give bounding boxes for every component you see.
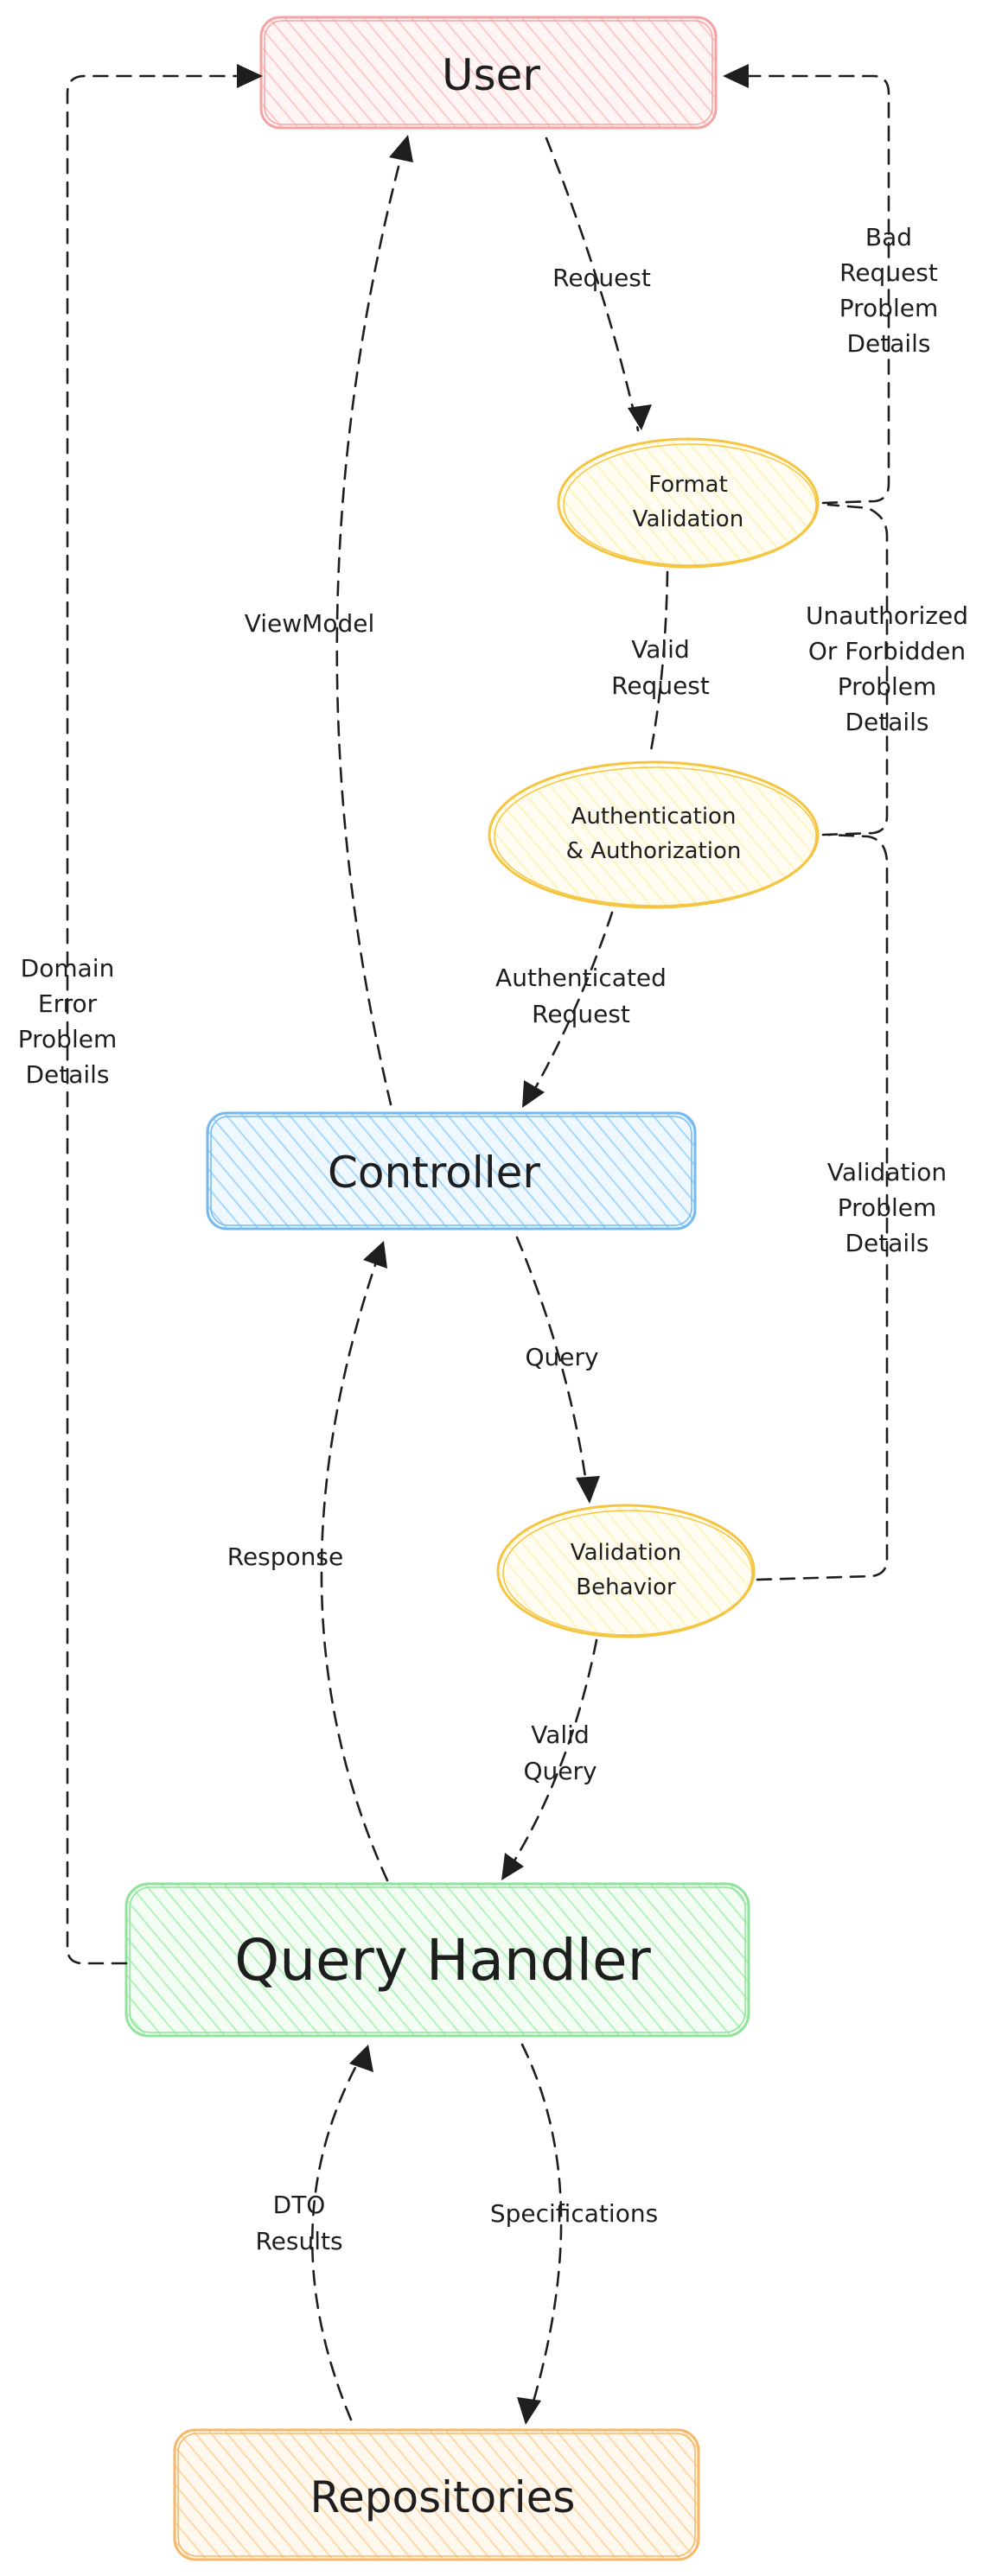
- edge-valid-request-line-1: Valid: [631, 635, 689, 664]
- edge-valid-request-line-2: Request: [611, 671, 710, 700]
- edge-validation-problem-line-1: Validation: [827, 1158, 947, 1186]
- edge-bad-request-line-1: Bad: [865, 223, 912, 251]
- edge-viewmodel-label: ViewModel: [245, 609, 375, 638]
- edge-bad-request-line-2: Request: [839, 258, 938, 287]
- edge-response-label: Response: [227, 1542, 343, 1571]
- edge-domain-error-line-2: Error: [38, 989, 98, 1018]
- edge-valid-query-line-1: Valid: [531, 1721, 589, 1749]
- node-format-validation-line-2: Validation: [633, 506, 743, 532]
- edge-dto-results: DTO Results: [255, 2045, 373, 2421]
- node-repositories-label: Repositories: [310, 2472, 576, 2522]
- node-query-handler-label: Query Handler: [234, 1927, 651, 1994]
- edge-domain-error-line-3: Problem: [18, 1025, 117, 1053]
- node-query-handler: Query Handler: [124, 1882, 750, 2038]
- edge-domain-error-line-4: Details: [25, 1060, 109, 1089]
- node-validation-behavior: Validation Behavior: [496, 1504, 756, 1638]
- edge-dto-results-line-2: Results: [255, 2227, 342, 2255]
- node-format-validation-line-1: Format: [648, 472, 728, 498]
- node-validation-behavior-line-2: Behavior: [576, 1574, 676, 1600]
- edge-dto-results-line-1: DTO: [273, 2191, 326, 2219]
- node-repositories: Repositories: [173, 2428, 700, 2561]
- node-authentication-line-1: Authentication: [571, 804, 737, 830]
- edge-response: Response: [227, 1241, 389, 1882]
- edge-authenticated-request: Authenticated Request: [495, 911, 667, 1108]
- edge-specifications: Specifications: [490, 2043, 658, 2425]
- edge-valid-query-line-2: Query: [523, 1757, 597, 1785]
- edge-viewmodel: ViewModel: [245, 135, 413, 1106]
- edge-query: Query: [515, 1236, 600, 1504]
- edge-bad-request: Bad Request Problem Details: [723, 64, 938, 505]
- edge-bad-request-line-3: Problem: [839, 294, 938, 322]
- edge-specifications-label: Specifications: [490, 2199, 658, 2228]
- edge-request-label: Request: [552, 264, 651, 292]
- node-user-label: User: [442, 50, 540, 100]
- edge-valid-query: Valid Query: [501, 1638, 598, 1880]
- edge-query-label: Query: [525, 1343, 598, 1371]
- node-format-validation: Format Validation: [557, 437, 820, 569]
- edge-valid-request: Valid Request: [611, 570, 710, 757]
- node-authentication: Authentication & Authorization: [488, 760, 820, 909]
- edge-unauthorized-line-3: Problem: [838, 672, 936, 701]
- edge-unauthorized-line-2: Or Forbidden: [808, 637, 966, 665]
- edge-validation-problem-line-3: Details: [845, 1229, 928, 1257]
- edge-request: Request: [545, 137, 652, 432]
- edge-validation-problem: Validation Problem Details: [756, 833, 947, 1581]
- node-authentication-line-2: & Authorization: [566, 838, 742, 864]
- node-controller: Controller: [206, 1111, 697, 1231]
- edge-unauthorized: Unauthorized Or Forbidden Problem Detail…: [806, 503, 968, 836]
- edge-authenticated-request-line-2: Request: [532, 1000, 630, 1028]
- node-validation-behavior-line-1: Validation: [571, 1540, 681, 1566]
- edge-bad-request-line-4: Details: [846, 329, 930, 358]
- edge-domain-error-line-1: Domain: [21, 954, 115, 983]
- edge-authenticated-request-line-1: Authenticated: [495, 964, 667, 992]
- edge-unauthorized-line-1: Unauthorized: [806, 601, 968, 630]
- node-user: User: [259, 16, 718, 130]
- edge-unauthorized-line-4: Details: [845, 708, 928, 736]
- edge-domain-error: Domain Error Problem Details: [18, 64, 263, 1965]
- edge-validation-problem-line-2: Problem: [838, 1193, 936, 1222]
- node-controller-label: Controller: [328, 1148, 540, 1198]
